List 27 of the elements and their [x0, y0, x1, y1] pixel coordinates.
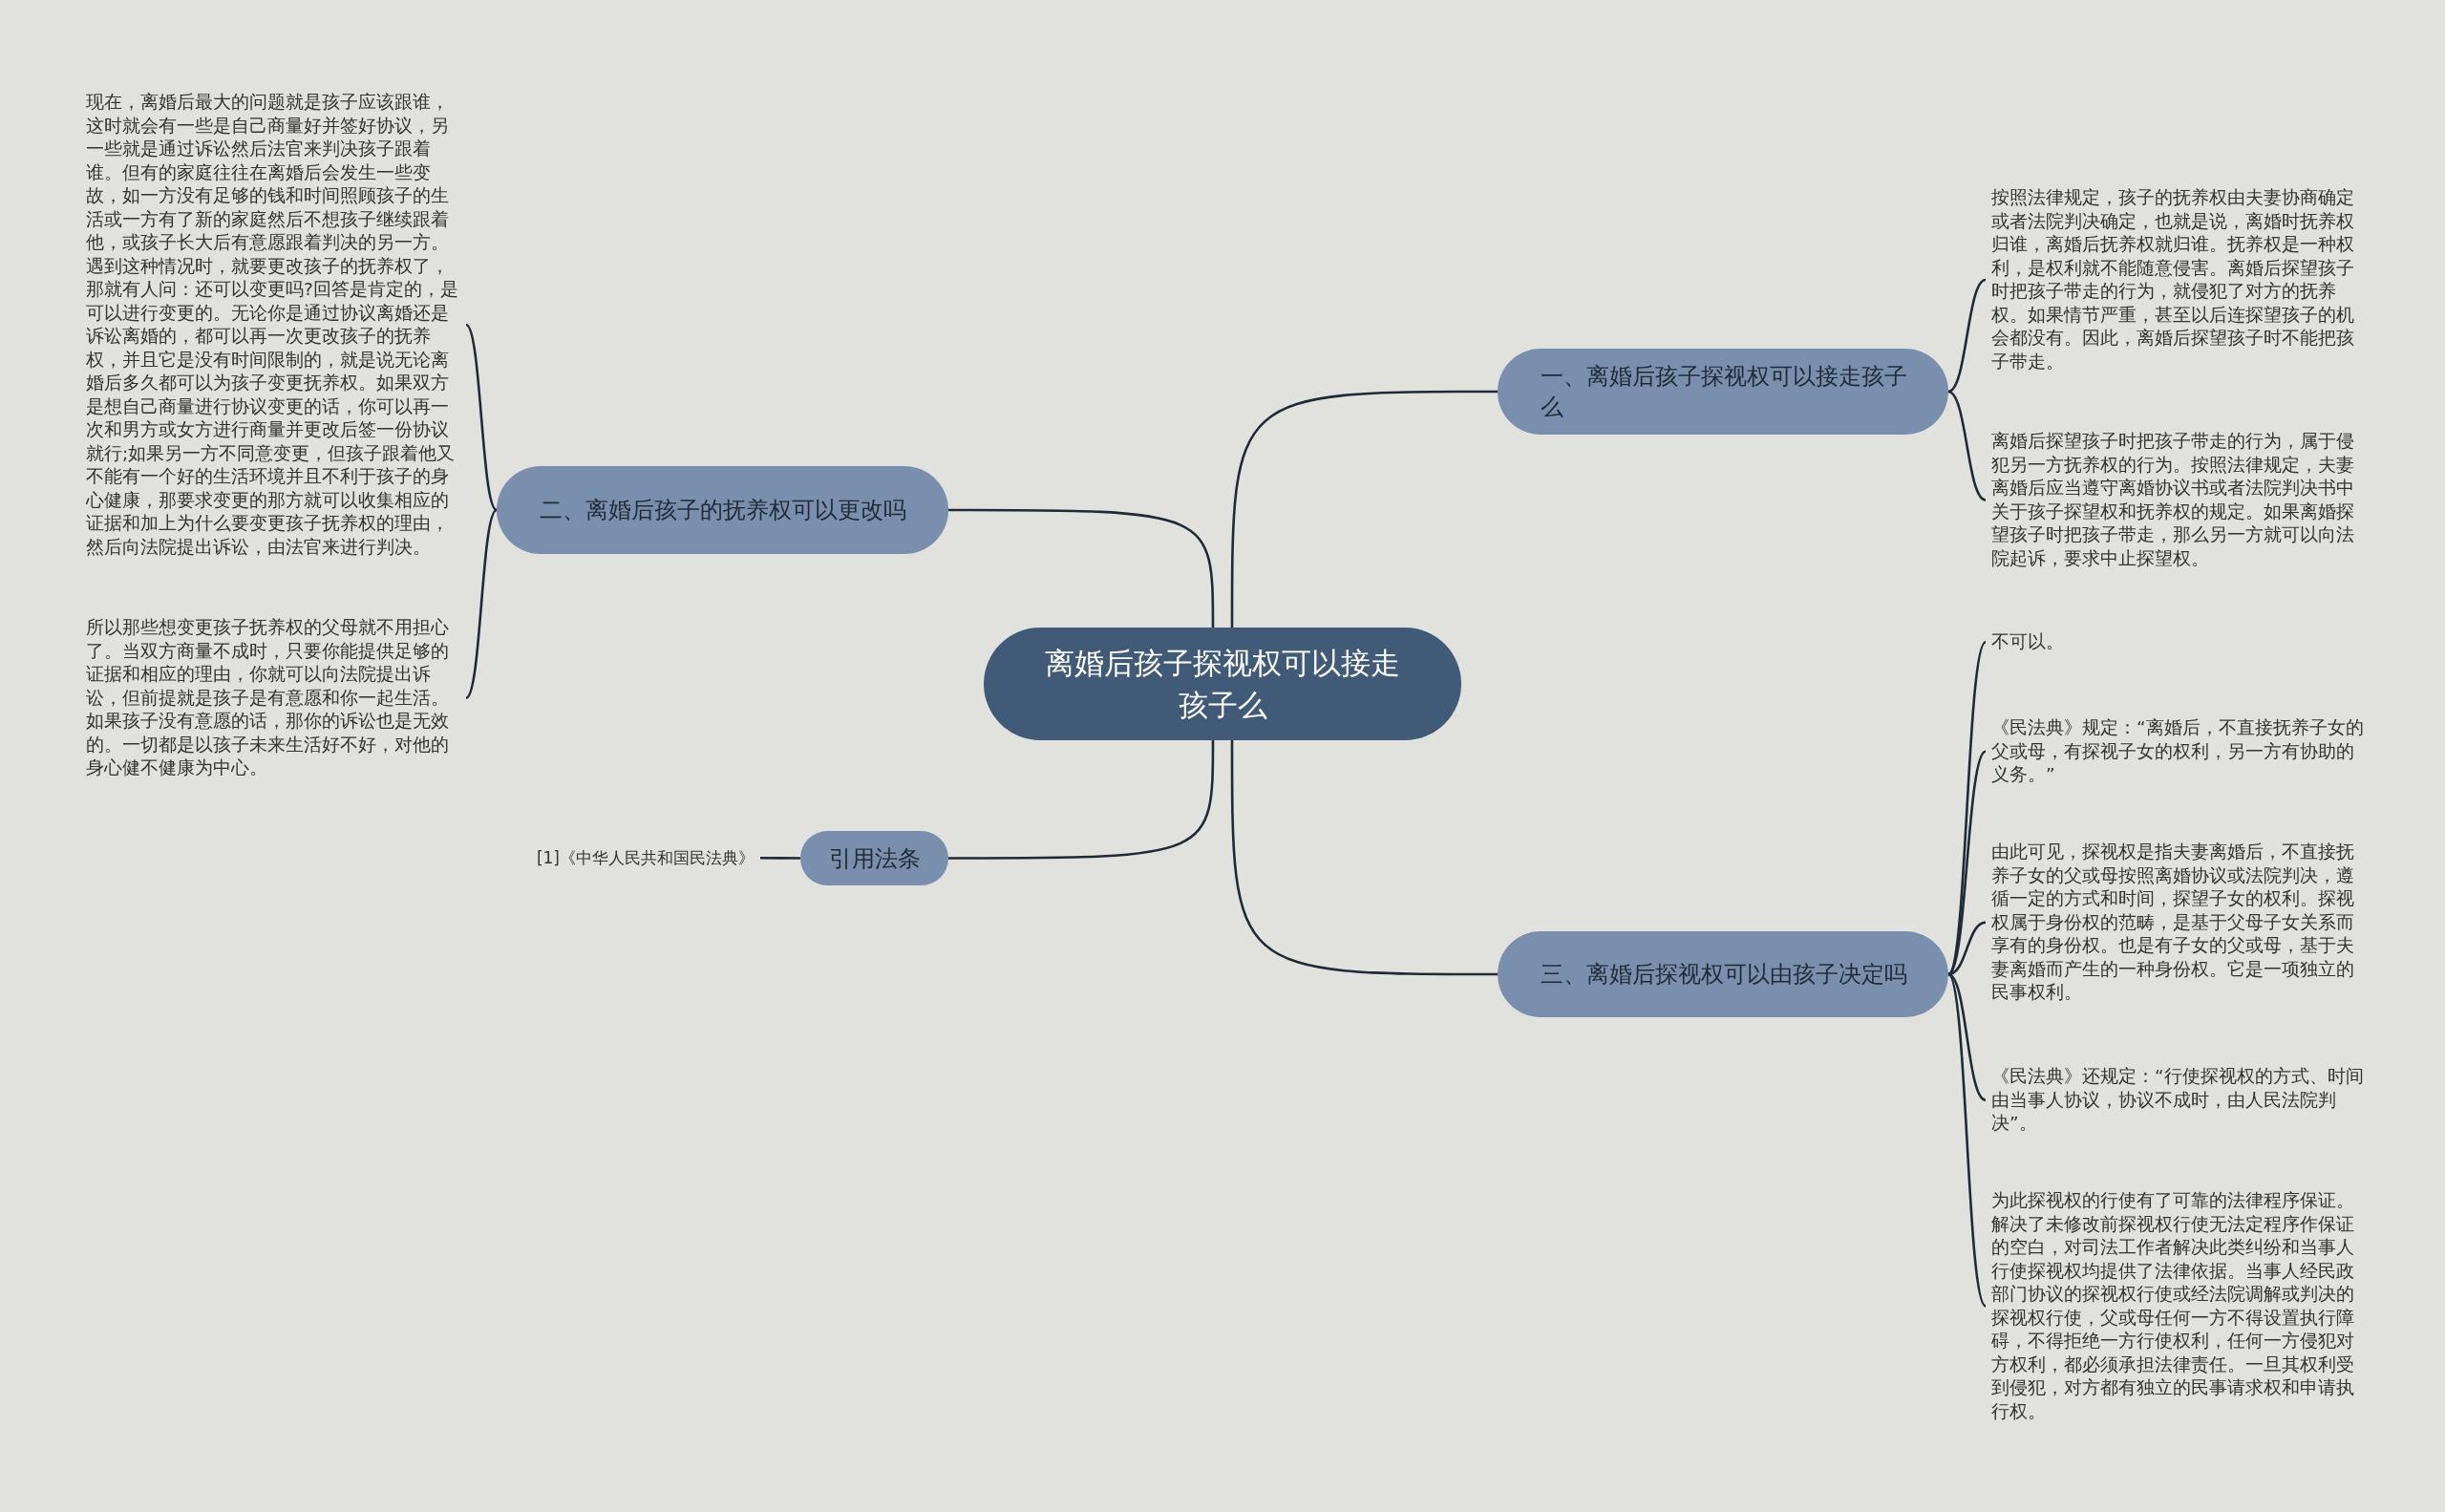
note-text: 按照法律规定，孩子的抚养权由夫妻协商确定或者法院判决确定，也就是说，离婚时抚养权归谁，离婚后抚养权就归谁。抚养权是一种权利，是权利就不能随意侵害。离婚后探望孩子时把孩子带走的行为，就侵犯了对方的抚养权。如果情节严重，甚至以后连探望孩子的机会都没有。因此，离婚后探望孩子时不能把孩子带走。 [1991, 186, 2366, 373]
topic-pill: 引用法条 [800, 831, 948, 885]
connector [760, 856, 800, 860]
connector [465, 324, 498, 511]
note-text: 为此探视权的行使有了可靠的法律程序保证。解决了未修改前探视权行使无法定程序作保证的空白，对司法工作者解决此类纠纷和当事人行使探视权均提供了法律依据。当事人经民政部门协议的探视权行使或经法院调解或判决的探视权行使，父或母任何一方不得设置执行障碍，不得拒绝一方行使权利，任何一方侵犯对方权利，都必须承担法律责任。一旦其权利受到侵犯，对方都有独立的民事请求权和申请执行权。 [1991, 1189, 2366, 1423]
connector [948, 740, 1215, 860]
note-text: 所以那些想变更孩子抚养权的父母就不用担心了。当双方商量不成时，只要你能提供足够的证据和相应的理由，你就可以向法院提出诉讼，但前提就是孩子是有意愿和你一起生活。如果孩子没有意愿的话，那你的诉讼也是无效的。一切都是以孩子未来生活好不好，对他的身心健不健康为中心。 [86, 616, 460, 780]
note-text: 现在，离婚后最大的问题就是孩子应该跟谁，这时就会有一些是自己商量好并签好协议，另一些就是通过诉讼然后法官来判决孩子跟着谁。但有的家庭往往在离婚后会发生一些变故，如一方没有足够的钱和时间照顾孩子的生活或一方有了新的家庭然后不想孩子继续跟着他，或孩子长大后有意愿跟着判决的另一方。遇到这种情况时，就要更改孩子的抚养权了，那就有人问：还可以变更吗?回答是肯定的，是可以进行变更的。无论你是通过协议离婚还是诉讼离婚的，都可以再一次更改孩子的抚养权，并且它是没有时间限制的，就是说无论离婚后多久都可以为孩子变更抚养权。如果双方是想自己商量进行协议变更的话，你可以再一次和男方或女方进行商量并更改后签一份协议就行;如果另一方不同意变更，但孩子跟着他又不能有一个好的生活环境并且不利于孩子的身心健康，那要求变更的那方就可以收集相应的证据和加上为什么要变更孩子抚养权的理由，然后向法院提出诉讼，由法官来进行判决。 [86, 91, 460, 559]
connector [1230, 390, 1498, 628]
connector [1947, 390, 1987, 501]
connector [465, 509, 498, 699]
topic-pill: 二、离婚后孩子的抚养权可以更改吗 [497, 466, 948, 554]
note-text: [1]《中华人民共和国民法典》 [516, 846, 755, 870]
note-text: 由此可见，探视权是指夫妻离婚后，不直接抚养子女的父或母按照离婚协议或法院判决，遵循一定的方式和时间，探望子女的权利。探视权属于身份权的范畴，是基于父母子女关系而享有的身份权。也是有子女的父或母，基于夫妻离婚而产生的一种身份权。它是一项独立的民事权利。 [1991, 841, 2366, 1005]
connector [1947, 750, 1987, 975]
topic-pill: 一、离婚后孩子探视权可以接走孩子么 [1498, 349, 1948, 435]
note-text: 《民法典》还规定：“行使探视权的方式、时间由当事人协议，协议不成时，由人民法院判决”。 [1991, 1065, 2366, 1136]
central-topic: 离婚后孩子探视权可以接走孩子么 [984, 628, 1461, 740]
note-text: 《民法典》规定：“离婚后，不直接抚养子女的父或母，有探视子女的权利，另一方有协助的义务。” [1991, 716, 2366, 787]
connector [1230, 740, 1498, 976]
connector [1947, 278, 1987, 394]
note-text: 不可以。 [1991, 630, 2366, 654]
connector [948, 508, 1215, 628]
connector [1946, 641, 1988, 975]
note-text: 离婚后探望孩子时把孩子带走的行为，属于侵犯另一方抚养权的行为。按照法律规定，夫妻离婚后应当遵守离婚协议书或者法院判决书中关于孩子探望权和抚养权的规定。如果离婚探望孩子时把孩子带走，那么另一方就可以向法院起诉，要求中止探望权。 [1991, 430, 2366, 570]
topic-pill: 三、离婚后探视权可以由孩子决定吗 [1498, 931, 1948, 1017]
connector [1946, 973, 1988, 1308]
